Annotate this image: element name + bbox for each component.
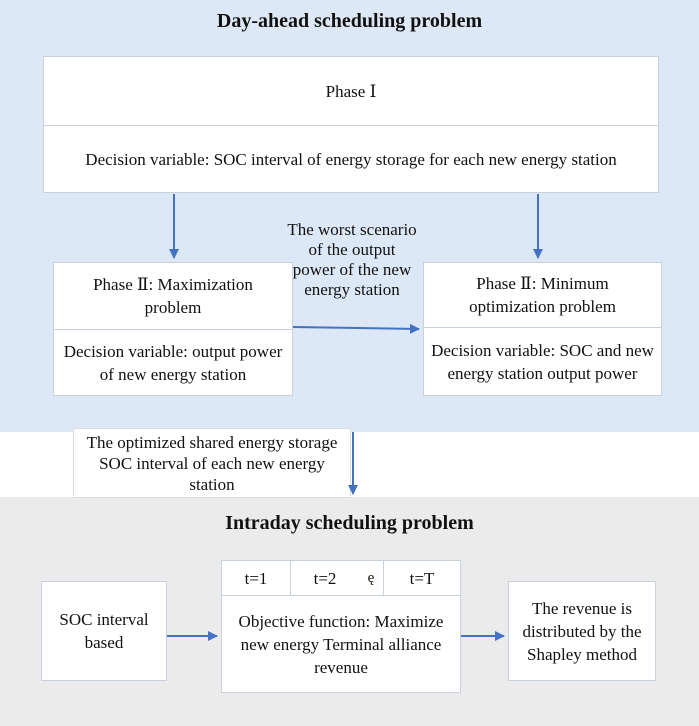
arrow-max-to-min — [292, 323, 420, 334]
time-tab-t2: t=2 — [313, 568, 337, 588]
phase1-divider — [44, 125, 658, 126]
soc-input-label: SOC interval based — [59, 610, 149, 652]
time-tab-divider — [290, 561, 291, 595]
phase2-max-divider — [54, 329, 292, 330]
soc-input-box: SOC interval based — [41, 581, 167, 681]
objective-box: Objective function: Maximize new energy … — [221, 595, 461, 693]
time-tabs: t=1 t=2 ę t=T — [221, 560, 461, 596]
worst-scenario-label: The worst scenario of the output power o… — [287, 220, 417, 299]
day-ahead-title: Day-ahead scheduling problem — [216, 10, 483, 32]
phase2-min-divider — [424, 327, 661, 328]
phase2-min-header: Phase Ⅱ: Minimum optimization problem — [469, 274, 616, 316]
intraday-title: Intraday scheduling problem — [225, 512, 474, 534]
transfer-label: The optimized shared energy storage SOC … — [86, 432, 338, 494]
phase1-box: Phase Ⅰ Decision variable: SOC interval … — [43, 56, 659, 193]
objective-label: Objective function: Maximize new energy … — [238, 611, 444, 677]
phase2-max-box: Phase Ⅱ: Maximization problem Decision v… — [53, 262, 293, 396]
phase2-min-box: Phase Ⅱ: Minimum optimization problem De… — [423, 262, 662, 396]
phase2-max-body: Decision variable: output power of new e… — [63, 341, 283, 384]
time-tab-tT: t=T — [409, 568, 435, 588]
phase1-header: Phase Ⅰ — [325, 81, 377, 101]
phase2-max-header: Phase Ⅱ: Maximization problem — [93, 275, 253, 317]
time-tab-t1: t=1 — [244, 568, 268, 588]
revenue-box: The revenue is distributed by the Shaple… — [508, 581, 656, 681]
revenue-label: The revenue is distributed by the Shaple… — [522, 598, 642, 664]
transfer-label-box: The optimized shared energy storage SOC … — [73, 428, 351, 498]
phase2-min-body: Decision variable: SOC and new energy st… — [431, 340, 654, 383]
time-tab-ellipsis: ę — [367, 569, 375, 586]
phase1-body: Decision variable: SOC interval of energ… — [85, 149, 617, 169]
time-tab-divider — [383, 561, 384, 595]
